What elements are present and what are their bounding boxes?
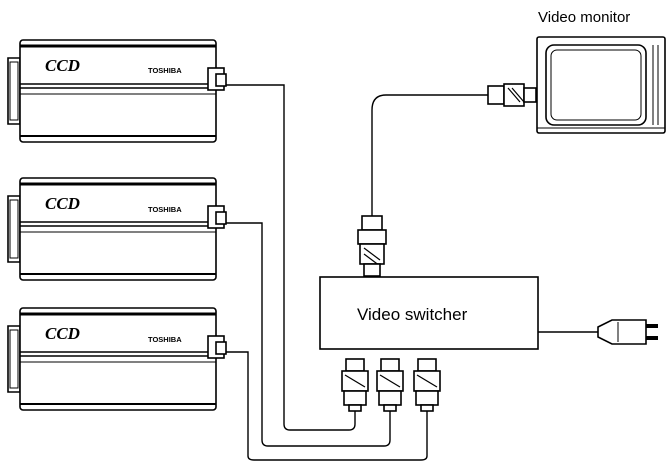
video-monitor	[536, 36, 666, 134]
camera-1	[6, 38, 228, 144]
switcher-input-bnc-1	[341, 358, 369, 412]
video-switcher	[319, 276, 539, 350]
monitor-bnc-plug	[487, 83, 537, 107]
camera-2-logo: CCD	[45, 194, 80, 213]
camera-3-brand: TOSHIBA	[148, 335, 182, 344]
power-plug	[597, 319, 658, 345]
switcher-label: Video switcher	[357, 305, 468, 324]
cable-camera-2	[226, 222, 391, 447]
camera-1-brand: TOSHIBA	[148, 66, 182, 75]
switcher-output-bnc	[357, 215, 387, 277]
camera-2	[6, 176, 228, 282]
monitor-label: Video monitor	[538, 9, 630, 26]
switcher-input-bnc-2	[376, 358, 404, 412]
cable-camera-3	[226, 351, 428, 461]
switcher-input-bnc-3	[413, 358, 441, 412]
camera-1-logo: CCD	[45, 56, 80, 75]
cable-camera-1	[226, 84, 356, 431]
cable-monitor-switcher	[371, 94, 488, 216]
camera-3-logo: CCD	[45, 324, 80, 343]
camera-2-brand: TOSHIBA	[148, 205, 182, 214]
camera-3	[6, 306, 228, 412]
